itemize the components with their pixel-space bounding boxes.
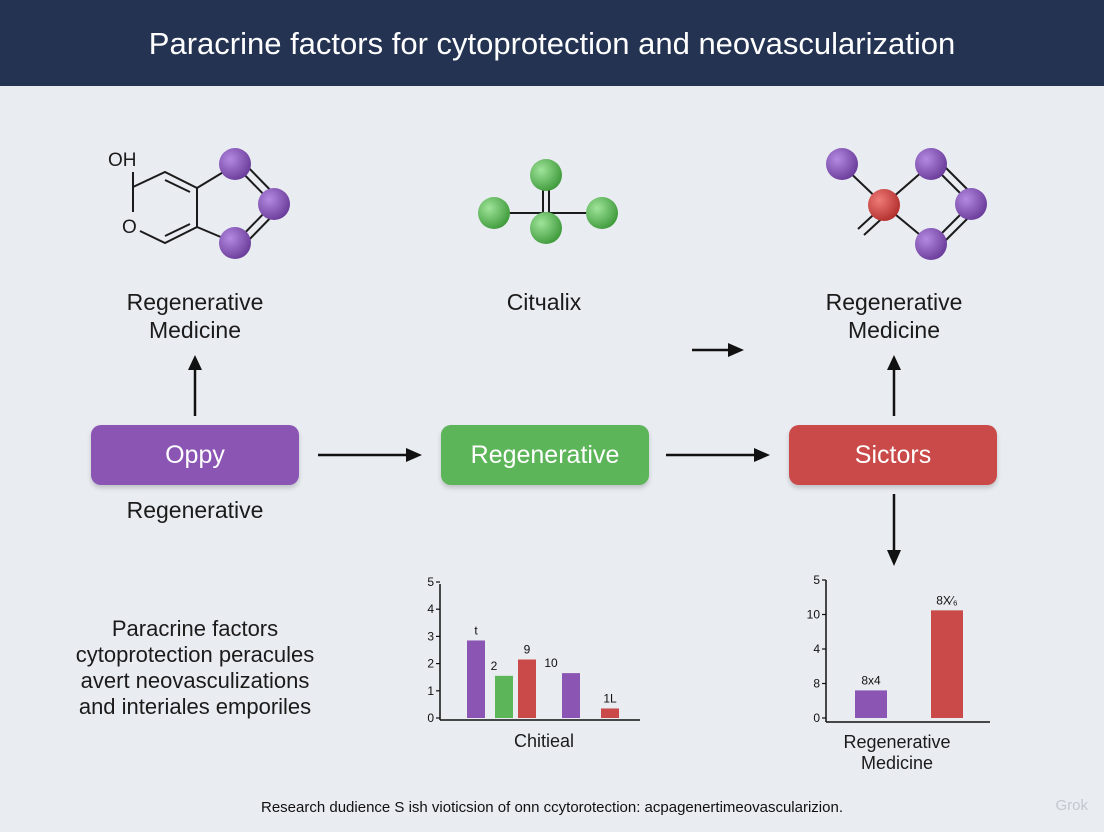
chart1-ytick-label: 1 (427, 684, 434, 698)
chart1-bar-label: 1L (603, 691, 617, 705)
chart2-ytick-label: 5 (813, 573, 820, 587)
footer-caption: Research dudience S ish vioticsion of on… (261, 799, 843, 816)
chart2-ytick-label: 4 (813, 642, 820, 656)
chart2-bar (855, 690, 887, 718)
chart1-bar (495, 675, 513, 718)
arrow-up-left-icon (188, 355, 202, 416)
bar-chart-right: 0 8 4 10 5 8x4 8X⁄₆ (807, 573, 990, 725)
chart1-ytick-label: 2 (427, 657, 434, 671)
oppy-box[interactable]: Oppy (91, 425, 299, 485)
molecule-right-icon (826, 148, 987, 260)
chart1-ytick-label: 4 (427, 602, 434, 616)
chart2-xlabel: Regenerative Medicine (797, 732, 997, 774)
bar-chart-center: 0 1 2 3 4 5 t 2 9 10 1L (427, 575, 640, 725)
description-line1: Paracrine factors (111, 616, 279, 641)
description-line2: cytoprotection peracules (75, 642, 315, 667)
chart1-bar (467, 640, 485, 718)
chart1-ytick-label: 0 (427, 711, 434, 725)
arrow-up-right-icon (887, 355, 901, 416)
molecule-left-icon: OH O (108, 148, 290, 259)
chart1-ytick-label: 5 (427, 575, 434, 589)
chart1-bar (518, 659, 536, 718)
chart1-bar-label: 9 (524, 643, 531, 657)
page-title: Paracrine factors for cytoprotection and… (148, 26, 956, 61)
chart2-ytick-label: 10 (807, 608, 821, 622)
top-right-label-line2: Medicine (847, 317, 941, 343)
regenerative-box[interactable]: Regenerative (441, 425, 649, 485)
chart2-ytick-label: 0 (813, 711, 820, 725)
chart1-xlabel: Chitieal (513, 731, 575, 751)
oh-atom-label: OH (108, 150, 137, 171)
arrow-floating-icon (692, 343, 744, 357)
chart1-bar (562, 673, 580, 718)
sictors-box[interactable]: Sictors (789, 425, 997, 485)
chart2-bar (931, 610, 963, 718)
chart1-ytick-label: 3 (427, 629, 434, 643)
header-bar: Paracrine factors for cytoprotection and… (0, 0, 1104, 86)
chart2-xlabel-line1: Regenerative (843, 732, 951, 752)
top-center-label: Citчalix (506, 289, 582, 315)
chart2-bar-label: 8x4 (861, 673, 881, 687)
description-line3: avert neovasculizations (80, 668, 310, 693)
top-left-label-line1: Regenerative (126, 289, 264, 315)
chart2-ytick-label: 8 (813, 677, 820, 691)
top-right-label-line1: Regenerative (825, 289, 963, 315)
chart2-xlabel-line2: Medicine (860, 753, 934, 773)
chart1-bar-label: 2 (491, 659, 498, 673)
description-line4: and interiales emporiles (78, 694, 312, 719)
chart1-bar (601, 708, 619, 718)
arrow-left-to-center-icon (318, 448, 422, 462)
chart1-bar-label: t (474, 623, 478, 637)
arrow-down-right-icon (887, 494, 901, 566)
top-left-label-line2: Medicine (148, 317, 242, 343)
arrow-center-to-right-icon (666, 448, 770, 462)
top-right-label: Regenerative Medicine (794, 288, 994, 344)
top-left-label: Regenerative Medicine (95, 288, 295, 344)
o-atom-label: O (122, 217, 137, 238)
watermark: Grok (1055, 797, 1088, 814)
molecule-center-icon (478, 159, 618, 244)
description-text: Paracrine factors cytoprotection peracul… (40, 616, 350, 720)
chart1-bar-label: 10 (544, 656, 558, 670)
below-left-box-label: Regenerative (126, 497, 264, 523)
chart2-bar-label: 8X⁄₆ (936, 593, 958, 607)
